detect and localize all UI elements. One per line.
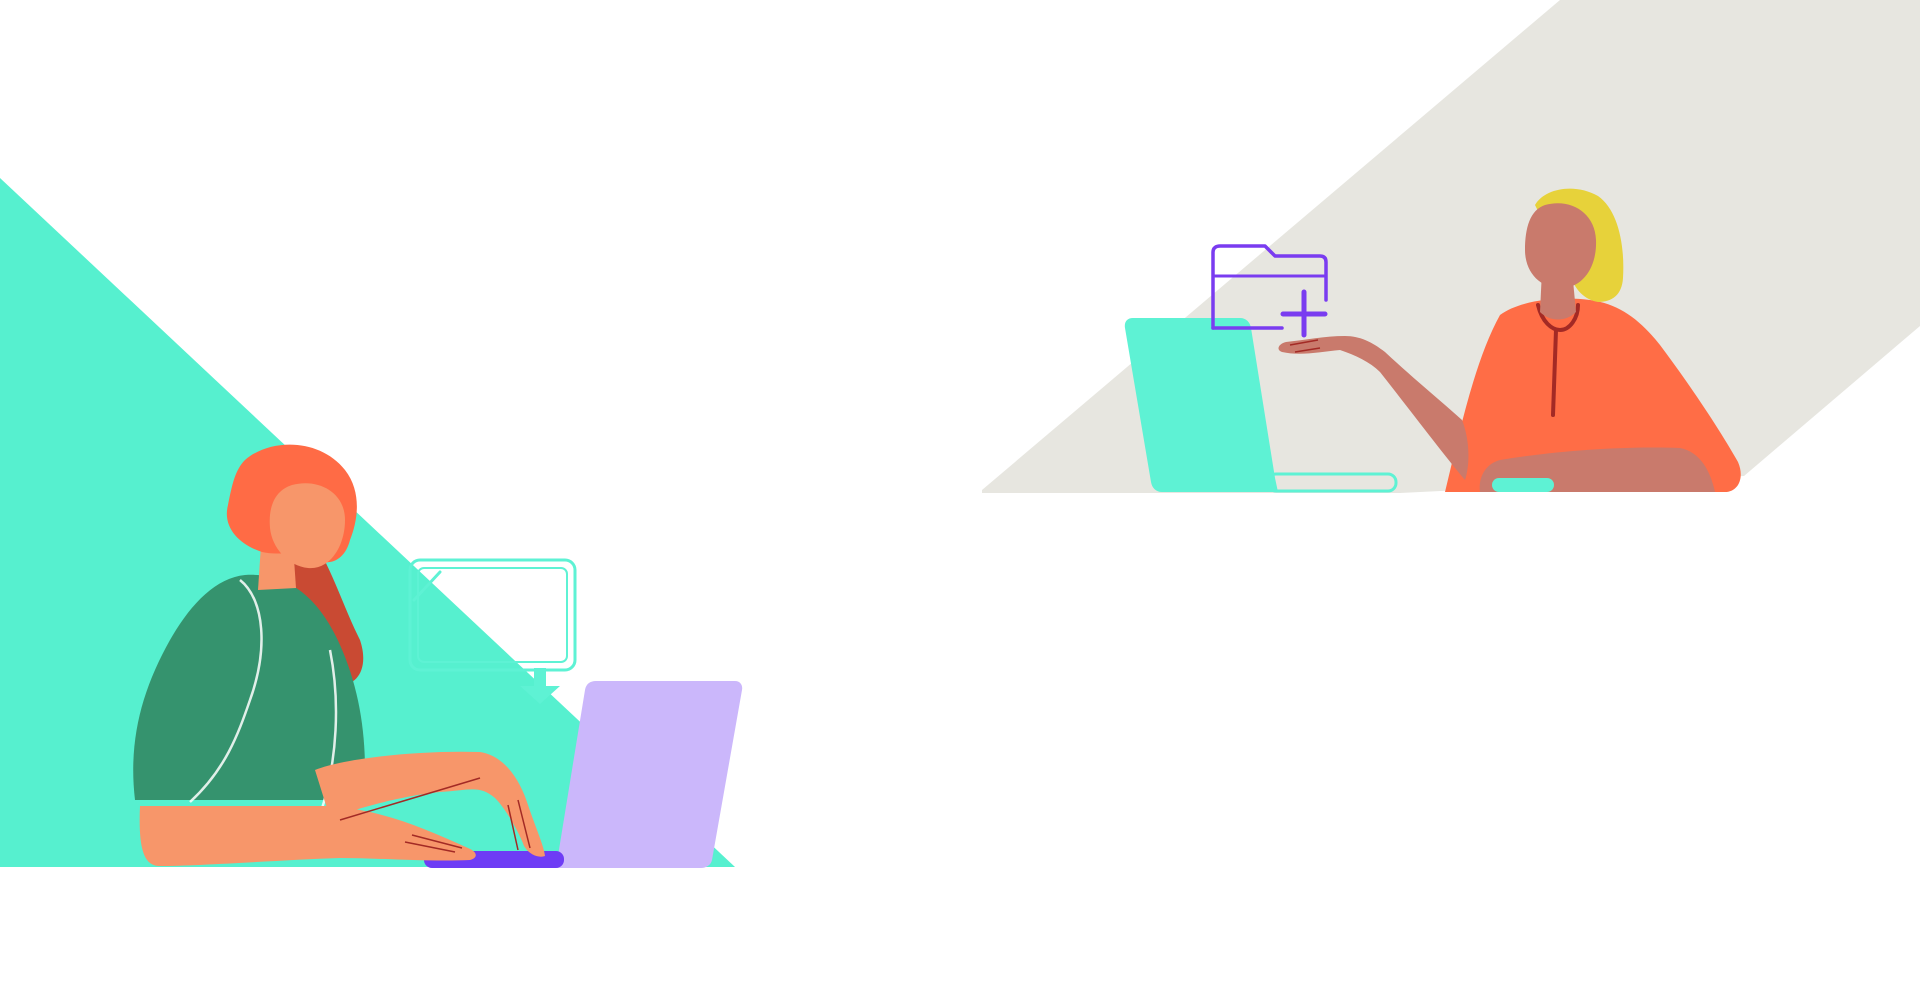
download-arrow-icon bbox=[520, 668, 560, 704]
right-person-hand-lines bbox=[1289, 339, 1321, 353]
left-person-at-laptop bbox=[133, 444, 743, 868]
right-person-necklace bbox=[1536, 303, 1580, 417]
right-person-reaching-arm bbox=[1278, 336, 1469, 480]
left-person-shirt bbox=[133, 574, 365, 800]
right-person-at-laptop bbox=[1124, 188, 1741, 493]
right-laptop-screen bbox=[1124, 318, 1278, 492]
left-laptop-screen bbox=[556, 681, 743, 868]
left-person-shirt-seam bbox=[189, 579, 263, 803]
left-person-fingers bbox=[404, 799, 531, 853]
right-person-face bbox=[1525, 203, 1597, 289]
right-laptop-base bbox=[1266, 472, 1398, 493]
left-person-arm bbox=[139, 806, 476, 866]
left-person-arm-line bbox=[339, 777, 481, 821]
left-person-arm-2 bbox=[315, 751, 545, 857]
right-mouse bbox=[1492, 478, 1554, 492]
right-person-shirt bbox=[1445, 298, 1741, 492]
download-box-icon bbox=[408, 558, 577, 672]
left-person-face bbox=[269, 483, 345, 569]
folder-add-icon bbox=[1211, 244, 1328, 338]
